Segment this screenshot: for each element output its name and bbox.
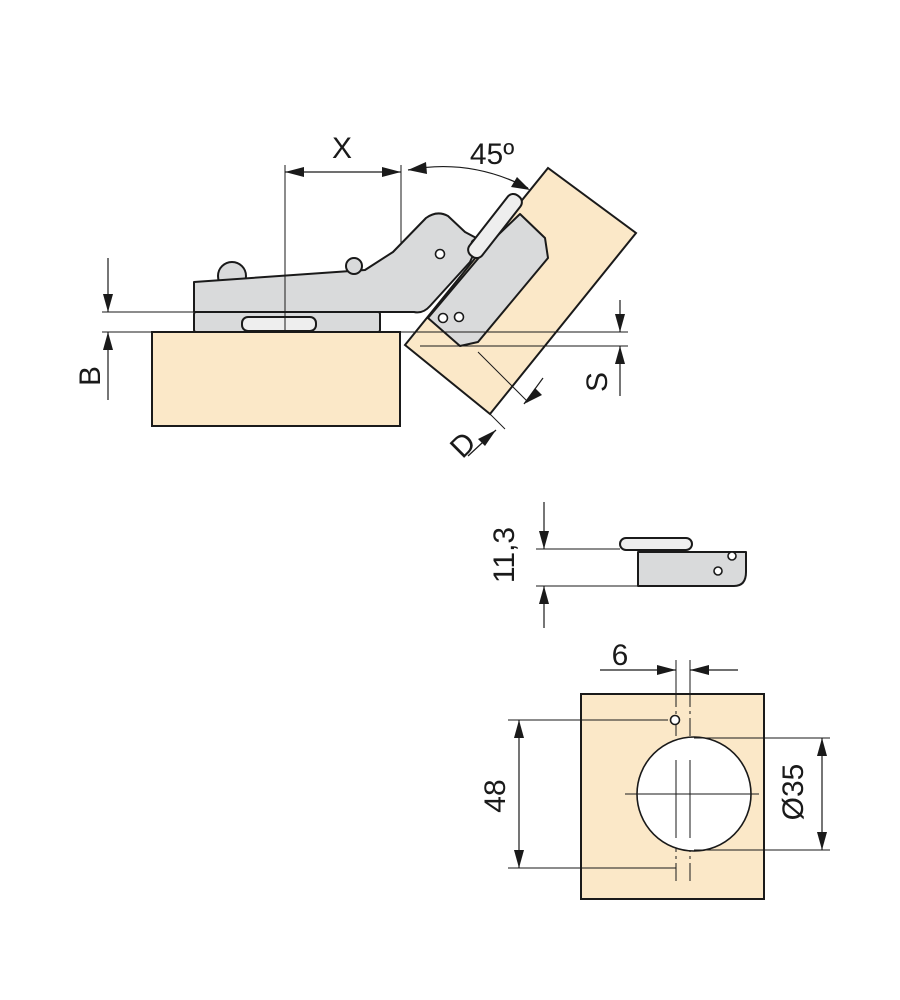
side-panel <box>151 331 401 427</box>
label-s: S <box>581 372 614 392</box>
dimension-d <box>467 351 544 457</box>
label-spacing: 48 <box>479 779 512 812</box>
hinge-arm <box>193 212 481 314</box>
label-x: X <box>332 132 352 165</box>
dimension-s <box>400 300 628 396</box>
arm-screw-hole <box>434 248 446 260</box>
cup-profile-view <box>536 502 747 628</box>
cup-body <box>637 551 747 587</box>
dimension-angle <box>407 162 530 190</box>
hinge-cup-lip <box>467 192 523 260</box>
label-offset: 6 <box>612 639 629 672</box>
mounting-plate <box>193 261 381 333</box>
label-d: D <box>444 426 483 465</box>
dimension-b <box>102 258 194 400</box>
pilot-hole <box>669 714 681 726</box>
label-b: B <box>74 366 107 386</box>
cup-flange <box>619 537 693 551</box>
dimension-x <box>284 165 402 330</box>
label-height: 11,3 <box>488 527 521 583</box>
hinge-side-view: X 45º B S <box>74 132 638 465</box>
label-angle: 45º <box>470 138 514 171</box>
drilling-pattern-view <box>508 660 830 900</box>
label-diameter: Ø35 <box>777 764 810 821</box>
